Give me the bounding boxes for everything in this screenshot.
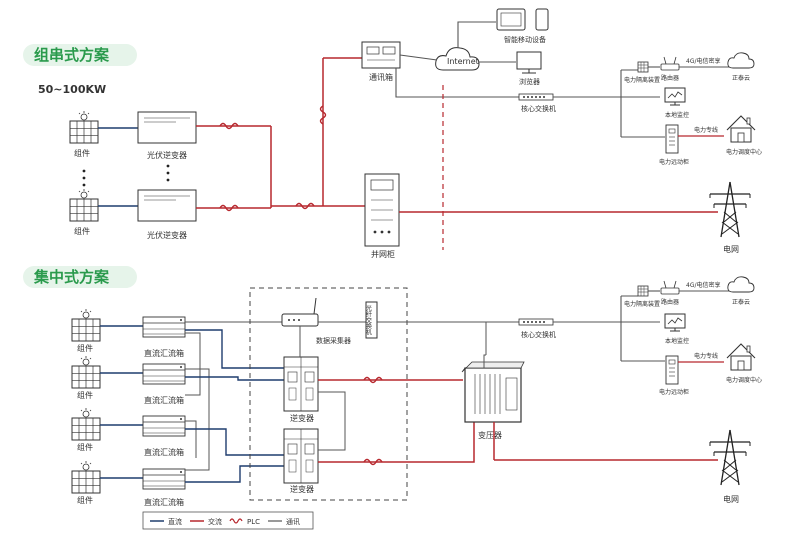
internet-label: Internet — [447, 57, 479, 66]
cloud-icon: 正泰云 — [727, 276, 755, 306]
inverter-cabinet-icon — [283, 356, 319, 412]
dispatch-house-icon — [726, 343, 756, 371]
data-collector-icon — [281, 297, 319, 327]
dc-combiner-label: 直流汇流箱 — [144, 497, 184, 507]
router-icon — [660, 56, 680, 71]
grid-cabinet: 并网柜 — [364, 173, 400, 259]
smart-device-icon: 智能移动设备 — [496, 8, 549, 44]
dc-combiner-icon — [142, 415, 186, 437]
module-label: 组件 — [74, 226, 90, 236]
legend-comm: 通讯 — [286, 517, 300, 526]
router-icon — [660, 280, 680, 295]
grid-tower-icon — [709, 429, 751, 486]
power-remote-cabinet-icon — [665, 124, 679, 154]
browser-label: 浏览器 — [519, 77, 540, 86]
central-scheme-section: 集中式方案 组件 组件 组件 组件 直流汇流箱 直流汇流箱 直流汇流箱 直流汇流… — [23, 266, 762, 507]
fiber-switch-icon: 光纤交换机 — [365, 301, 378, 339]
router-label: 路由器 — [661, 298, 679, 306]
grid-tower-icon — [709, 181, 751, 238]
dc-combiner-label: 直流汇流箱 — [144, 348, 184, 358]
pv-module-icon — [69, 110, 99, 144]
local-monitor-label: 本地监控 — [665, 111, 689, 119]
transformer-icon — [461, 361, 525, 423]
module-label: 组件 — [77, 495, 93, 505]
inverter-cabinet-icon — [283, 428, 319, 484]
string-inverter-1: 光伏逆变器 — [137, 111, 197, 160]
comm-box: 通讯箱 — [361, 41, 401, 82]
grid-label: 电网 — [723, 244, 739, 254]
internet-cloud: Internet — [435, 47, 480, 71]
isolation-device-icon — [637, 285, 649, 297]
cloud-label: 正泰云 — [732, 298, 750, 306]
dc-combiner-icon — [142, 316, 186, 338]
data-collector-label: 数据采集器 — [316, 336, 351, 345]
core-switch-label: 核心交换机 — [521, 330, 556, 339]
central-title-pill — [23, 266, 137, 288]
string-inverter-label: 光伏逆变器 — [147, 150, 187, 160]
legend: 直流 交流 PLC 通讯 — [142, 511, 314, 530]
string-title-pill — [23, 44, 137, 66]
dc-combiner-label: 直流汇流箱 — [144, 447, 184, 457]
core-switch-icon — [518, 318, 554, 326]
module-label: 组件 — [77, 343, 93, 353]
isolation-label: 电力隔离装置 — [624, 76, 660, 84]
string-title: 组串式方案 — [34, 46, 110, 64]
string-power-label: 50~100KW — [38, 83, 106, 96]
module-label: 组件 — [77, 442, 93, 452]
core-switch-icon — [518, 93, 554, 101]
string-scheme-section: 组串式方案 50~100KW 组件 组件 光伏逆变器 光伏逆变器 — [23, 8, 762, 259]
inverter-label: 逆变器 — [290, 413, 314, 423]
dc-combiner-icon — [142, 363, 186, 385]
browser-icon: 浏览器 — [516, 51, 542, 86]
fiber-switch-label: 光纤交换机 — [365, 304, 372, 336]
cloud-4g-label: 4G/电信密享 — [686, 57, 721, 65]
power-line-label: 电力专线 — [694, 352, 718, 360]
grid-cabinet-label: 并网柜 — [371, 249, 395, 259]
isolation-device-icon — [637, 61, 649, 73]
string-inverter-2: 光伏逆变器 — [137, 189, 197, 240]
transformer-label: 变压器 — [478, 430, 502, 440]
power-line-label: 电力专线 — [694, 126, 718, 134]
core-switch-label: 核心交换机 — [521, 104, 556, 113]
pv-module-icon — [71, 407, 101, 441]
local-monitor-icon — [664, 87, 686, 106]
power-remote-label: 电力远动柜 — [659, 388, 689, 396]
grid-label: 电网 — [723, 494, 739, 504]
string-inverter-label: 光伏逆变器 — [147, 230, 187, 240]
power-remote-cabinet-icon — [665, 355, 679, 385]
dispatch-label: 电力调度中心 — [726, 148, 762, 156]
dispatch-house-icon — [726, 115, 756, 143]
cloud-icon: 正泰云 — [727, 52, 755, 82]
cloud-4g-label: 4G/电信密享 — [686, 281, 721, 289]
local-monitor-icon — [664, 313, 686, 332]
module-label: 组件 — [77, 390, 93, 400]
local-monitor-label: 本地监控 — [665, 337, 689, 345]
isolation-label: 电力隔离装置 — [624, 300, 660, 308]
pv-module-icon — [71, 355, 101, 389]
pv-module-icon — [69, 188, 99, 222]
smart-device-label: 智能移动设备 — [504, 35, 546, 44]
legend-plc: PLC — [247, 518, 260, 526]
legend-ac: 交流 — [208, 517, 222, 526]
module-label: 组件 — [74, 148, 90, 158]
router-label: 路由器 — [661, 74, 679, 82]
legend-dc: 直流 — [168, 517, 182, 526]
inverter-label: 逆变器 — [290, 484, 314, 494]
central-title: 集中式方案 — [33, 268, 110, 286]
cloud-label: 正泰云 — [732, 74, 750, 82]
dc-combiner-label: 直流汇流箱 — [144, 395, 184, 405]
dc-combiner-icon — [142, 468, 186, 490]
power-remote-label: 电力远动柜 — [659, 158, 689, 166]
inverter-room-boundary — [249, 287, 408, 501]
dispatch-label: 电力调度中心 — [726, 376, 762, 384]
pv-module-icon — [71, 460, 101, 494]
pv-module-icon — [71, 308, 101, 342]
comm-box-label: 通讯箱 — [369, 72, 393, 82]
